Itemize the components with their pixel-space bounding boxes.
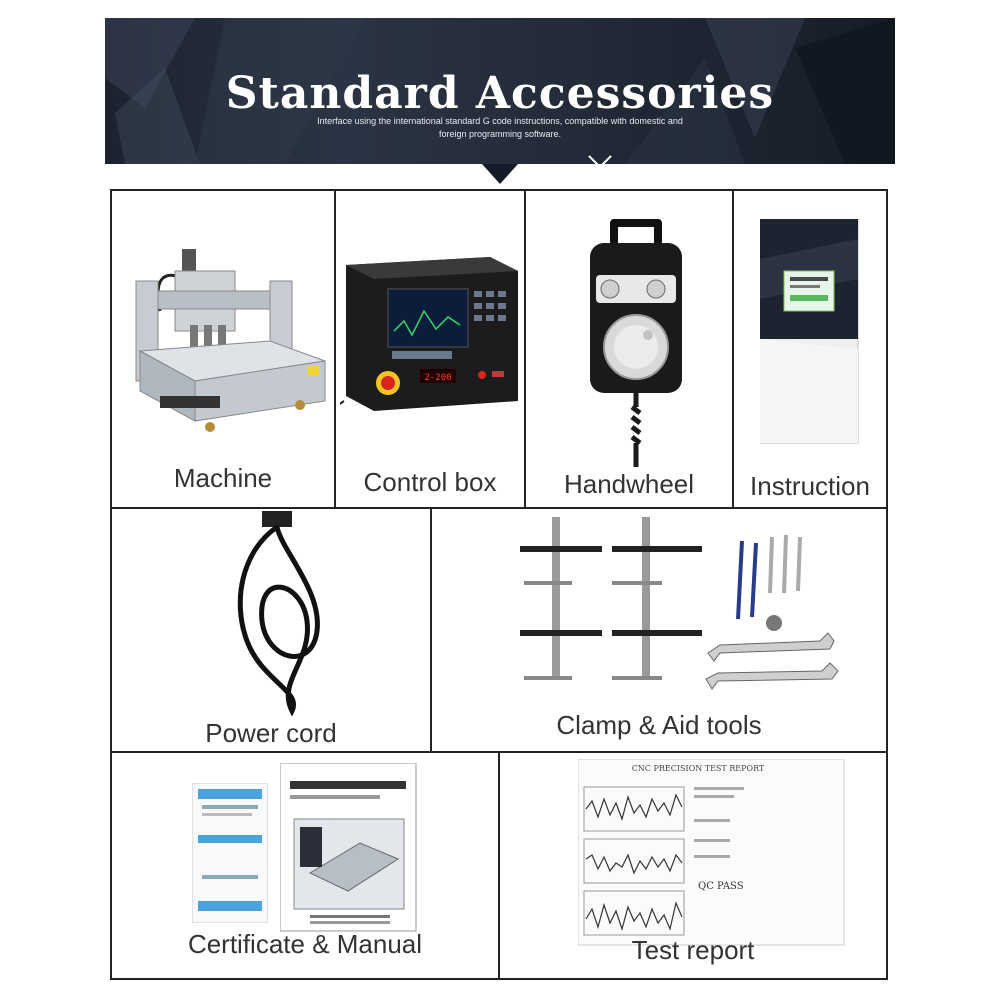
engraving-bits <box>736 534 802 620</box>
manual-image <box>280 763 417 932</box>
power-cord-image <box>237 511 320 716</box>
cell-clamp-tools: Clamp & Aid tools <box>432 509 886 753</box>
cell-instruction: Instruction <box>734 191 886 509</box>
test-report-image: CNC PRECISION TEST REPORT QC PASS <box>578 759 845 946</box>
cell-certificate-manual: Certificate & Manual <box>112 753 500 978</box>
label-handwheel: Handwheel <box>563 469 695 499</box>
cell-power-cord: Power cord <box>112 509 432 753</box>
test-report-heading: CNC PRECISION TEST REPORT <box>632 764 765 773</box>
cell-handwheel: Handwheel <box>526 191 734 509</box>
control-box-image: 2-200 <box>340 257 518 411</box>
certificate-image <box>192 783 268 923</box>
label-instruction: Instruction <box>750 471 870 501</box>
control-box-readout: 2-200 <box>424 373 451 383</box>
banner-subtitle-line2: foreign programming software. <box>438 129 562 139</box>
cell-machine: Machine <box>112 191 336 509</box>
label-control-box: Control box <box>363 467 497 497</box>
clamp-tools-image <box>520 517 839 690</box>
instruction-disc-image <box>760 219 859 444</box>
label-certificate-manual: Certificate & Manual <box>187 929 423 959</box>
collet <box>766 615 782 631</box>
banner-pointer <box>482 164 518 184</box>
label-power-cord: Power cord <box>205 718 337 748</box>
handwheel-image <box>590 219 682 467</box>
banner: Standard Accessories Interface using the… <box>105 18 895 164</box>
cell-control-box: 2-200 Control box <box>336 191 526 509</box>
banner-subtitle-line1: Interface using the international standa… <box>317 116 683 126</box>
label-test-report: Test report <box>631 935 755 965</box>
label-machine: Machine <box>173 463 273 493</box>
qc-pass-stamp: QC PASS <box>698 881 744 892</box>
banner-title: Standard Accessories <box>225 68 775 119</box>
cell-test-report: CNC PRECISION TEST REPORT QC PASS Test r… <box>500 753 886 978</box>
accessories-grid: Machine 2-200 Control box <box>110 189 888 980</box>
banner-decoration <box>105 18 895 164</box>
clamp-set <box>520 517 702 680</box>
chevron-down-icon <box>588 155 612 164</box>
banner-subtitle: Interface using the international standa… <box>105 115 895 141</box>
wrenches <box>705 632 839 690</box>
label-clamp-tools: Clamp & Aid tools <box>556 710 762 740</box>
cnc-machine-image <box>135 249 326 432</box>
